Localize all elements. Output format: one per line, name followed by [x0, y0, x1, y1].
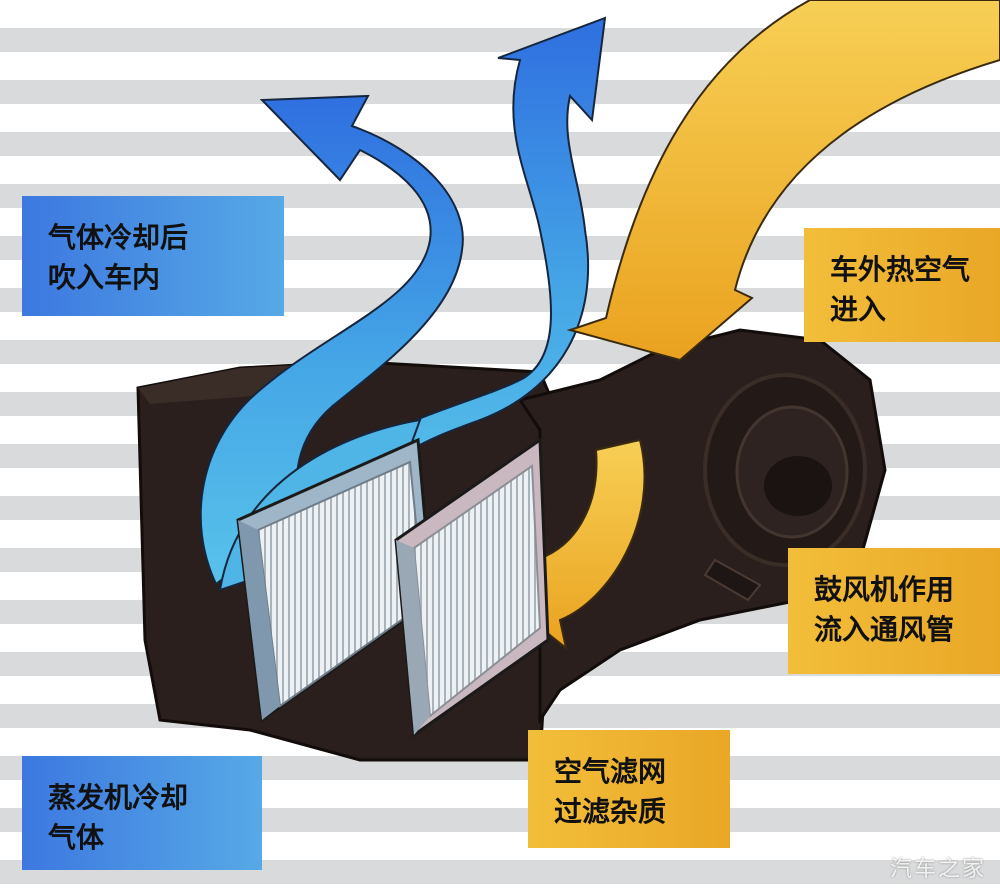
blower-fan-icon: [764, 456, 832, 516]
label-line: 吹入车内: [48, 261, 161, 294]
label-line: 鼓风机作用: [814, 573, 955, 606]
label-line: 过滤杂质: [554, 795, 667, 828]
label-line: 空气滤网: [554, 755, 667, 788]
label-evaporator: 蒸发机冷却 气体: [22, 756, 262, 870]
label-line: 进入: [830, 293, 887, 326]
label-line: 流入通风管: [814, 613, 955, 646]
evaporator-icon: [236, 437, 434, 723]
label-line: 车外热空气: [830, 253, 971, 286]
label-line: 蒸发机冷却: [48, 781, 189, 814]
watermark: 汽车之家: [889, 857, 986, 882]
label-line: 气体: [48, 821, 105, 854]
filter-icon: [394, 437, 550, 738]
label-line: 气体冷却后: [48, 221, 189, 254]
label-cooled-air-in: 气体冷却后 吹入车内: [22, 196, 284, 316]
label-outside-hot-air: 车外热空气 进入: [804, 228, 1000, 342]
label-air-filter: 空气滤网 过滤杂质: [528, 730, 730, 848]
label-blower-action: 鼓风机作用 流入通风管: [788, 548, 1000, 674]
